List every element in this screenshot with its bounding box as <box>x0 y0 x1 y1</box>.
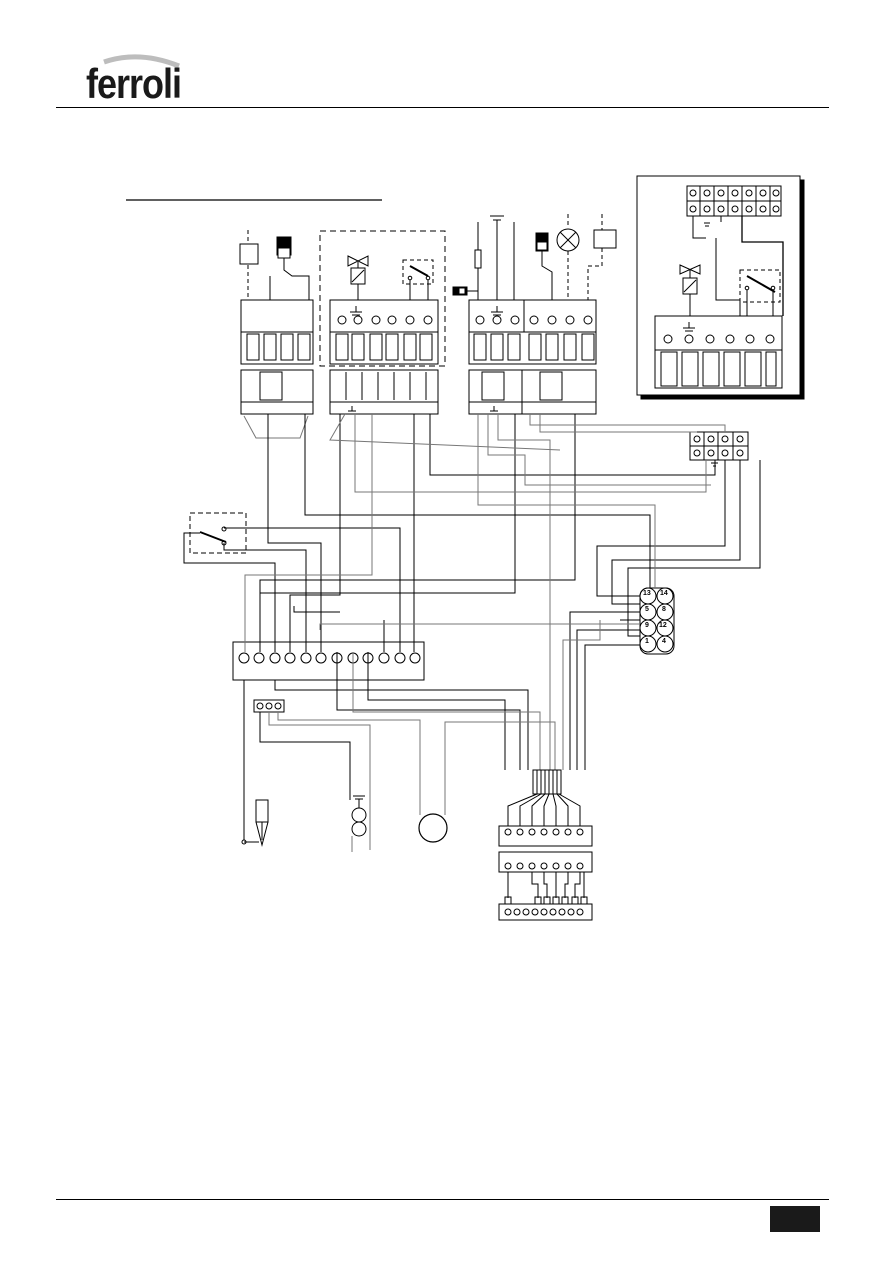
terminal-block-right <box>690 432 748 466</box>
label-9: 9 <box>645 622 649 629</box>
label-12: 12 <box>659 622 667 629</box>
label-1: 1 <box>645 638 649 645</box>
lower-connector-b <box>499 852 592 898</box>
lower-terminal-strip <box>499 897 592 920</box>
fuse <box>475 250 481 268</box>
main-strip-screws <box>239 653 420 663</box>
screw-row-valve <box>338 316 432 324</box>
component-group-valve <box>320 231 445 414</box>
component-group-power <box>453 214 616 414</box>
wires-black <box>224 414 760 840</box>
main-terminal-strip <box>233 642 424 712</box>
label-13: 13 <box>643 590 651 597</box>
wires-grey <box>245 414 725 850</box>
label-14: 14 <box>660 590 668 597</box>
screw-row-power <box>476 316 592 324</box>
inset-panel <box>637 176 804 399</box>
label-4: 4 <box>662 638 666 645</box>
lower-connector-a <box>499 826 592 846</box>
label-5: 5 <box>645 606 649 613</box>
label-8: 8 <box>662 606 666 613</box>
pump-box <box>594 230 616 248</box>
cable-bundle <box>508 770 580 826</box>
ignition-electrode <box>242 800 268 845</box>
sensor-left <box>240 244 258 264</box>
fan-motor <box>419 814 447 842</box>
switch-left <box>184 513 275 652</box>
transformer <box>352 796 366 852</box>
component-group-left <box>240 230 313 438</box>
